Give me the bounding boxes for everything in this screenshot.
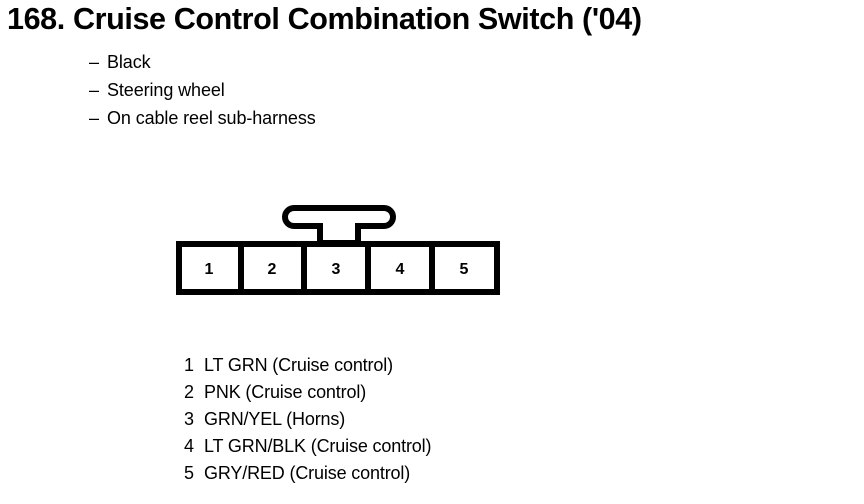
dash-icon: – <box>89 108 100 128</box>
note-item: – On cable reel sub-harness <box>89 107 589 135</box>
pin-number: 4 <box>183 436 194 456</box>
notes-list: – Black – Steering wheel – On cable reel… <box>89 51 589 135</box>
pin-description: GRY/RED (Cruise control) <box>204 463 411 483</box>
note-item: – Steering wheel <box>89 79 589 107</box>
pin-description: LT GRN/BLK (Cruise control) <box>204 436 432 456</box>
pin-legend-row: 5 GRY/RED (Cruise control) <box>181 462 681 489</box>
note-label: On cable reel sub-harness <box>107 108 316 128</box>
locking-tab-icon <box>282 205 396 246</box>
cavity-divider <box>238 244 244 292</box>
cavity-number-3: 3 <box>332 261 341 278</box>
pin-legend-row: 3 GRN/YEL (Horns) <box>181 408 681 435</box>
cavity-number-5: 5 <box>460 261 469 278</box>
cavity-divider <box>429 244 435 292</box>
dash-icon: – <box>89 52 100 72</box>
pin-description: LT GRN (Cruise control) <box>204 355 393 375</box>
page-title: 168. Cruise Control Combination Switch (… <box>7 1 642 36</box>
pin-legend-row: 2 PNK (Cruise control) <box>181 381 681 408</box>
connector-diagram: 1 2 3 4 5 <box>176 196 500 296</box>
note-label: Steering wheel <box>107 80 225 100</box>
cavity-number-1: 1 <box>205 261 214 278</box>
pin-number: 5 <box>183 463 194 483</box>
pin-legend-row: 1 LT GRN (Cruise control) <box>181 354 681 381</box>
pin-legend: 1 LT GRN (Cruise control) 2 PNK (Cruise … <box>181 354 681 489</box>
connector-body <box>176 241 500 295</box>
pin-description: PNK (Cruise control) <box>204 382 367 402</box>
pin-description: GRN/YEL (Horns) <box>204 409 346 429</box>
pin-number: 2 <box>183 382 194 402</box>
cavity-number-4: 4 <box>396 261 405 278</box>
note-item: – Black <box>89 51 589 79</box>
cavity-divider <box>365 244 371 292</box>
pin-number: 3 <box>183 409 194 429</box>
pin-legend-row: 4 LT GRN/BLK (Cruise control) <box>181 435 681 462</box>
note-label: Black <box>107 52 151 72</box>
cavity-divider <box>301 244 307 292</box>
pin-number: 1 <box>183 355 194 375</box>
dash-icon: – <box>89 80 100 100</box>
cavity-number-2: 2 <box>268 261 277 278</box>
connector-svg: 1 2 3 4 5 <box>176 205 500 295</box>
